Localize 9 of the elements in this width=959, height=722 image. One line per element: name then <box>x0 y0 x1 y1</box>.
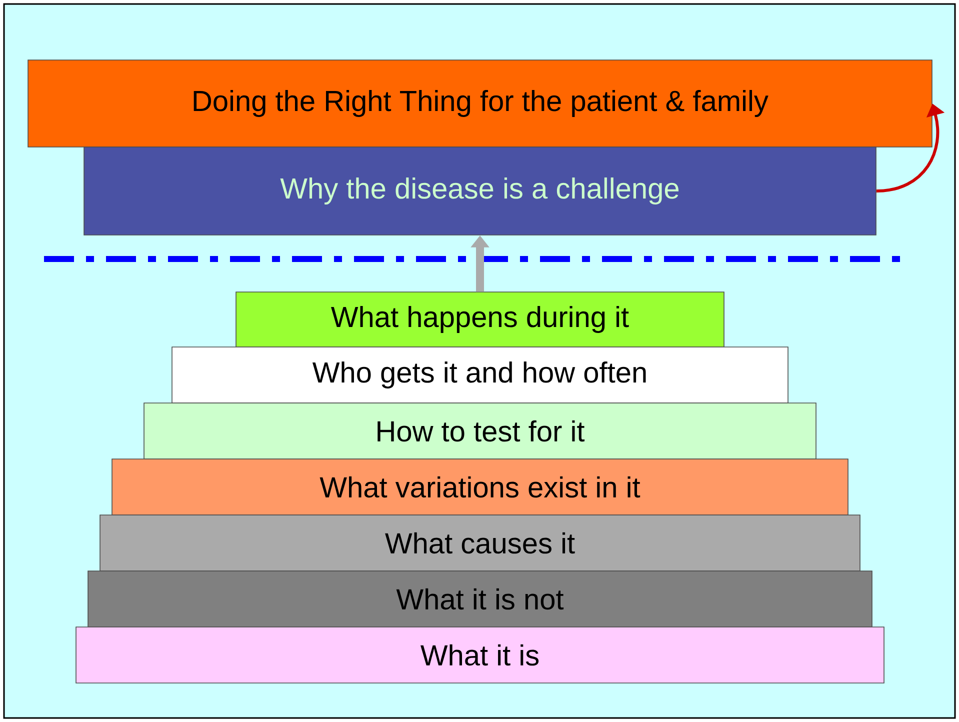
text-box: Doing the Right Thing for the patient & family <box>28 60 932 148</box>
text-box: Who gets it and how often <box>172 346 788 404</box>
text-box: What variations exist in it <box>112 458 848 516</box>
text-box: What it is not <box>88 570 872 628</box>
text-box: How to test for it <box>144 402 816 460</box>
text-box: Why the disease is a challenge <box>84 146 876 236</box>
text-box: What causes it <box>100 514 860 572</box>
text-box: What happens during it <box>236 292 724 348</box>
text-box: What it is <box>76 626 884 684</box>
